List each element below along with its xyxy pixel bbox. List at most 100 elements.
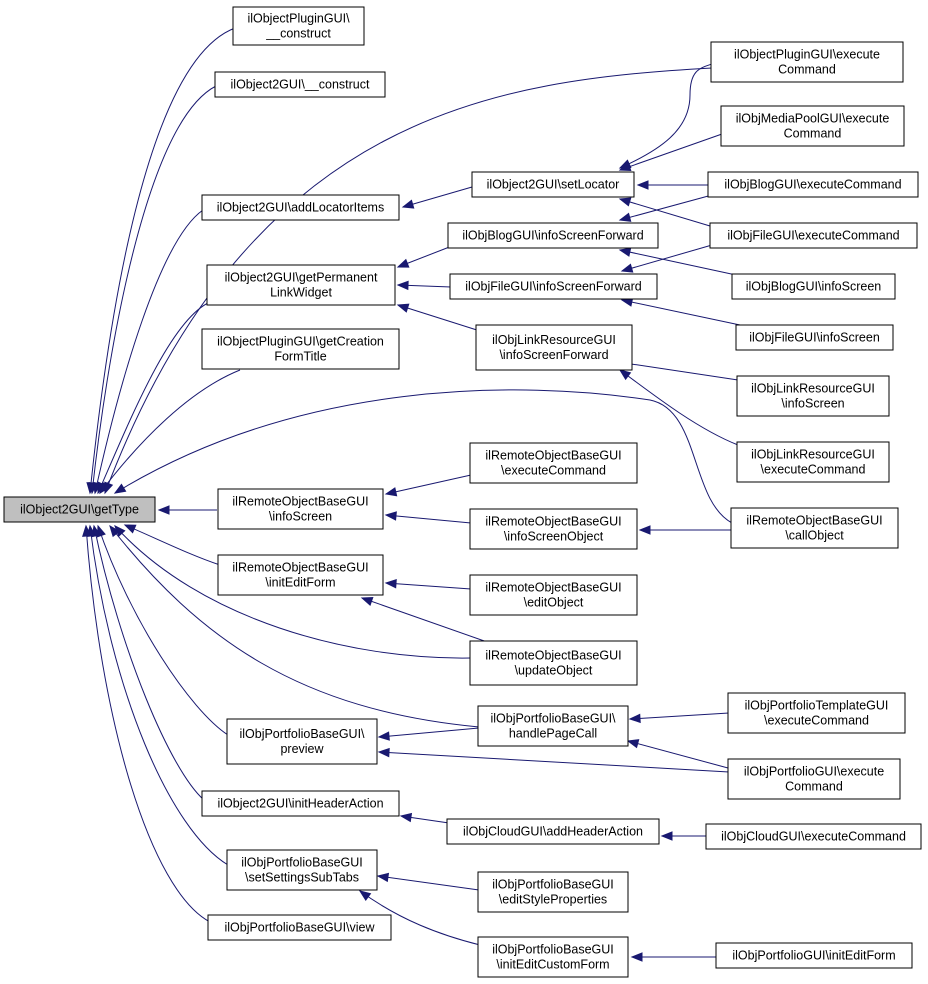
edge-r3-to-m2	[618, 194, 713, 222]
node-m4[interactable]: ilObjLinkResourceGUI\infoScreenForward	[475, 324, 633, 371]
node-label: ilObjPortfolioGUI\execute	[744, 765, 884, 779]
node-r1[interactable]: ilObjectPluginGUI\executeCommand	[710, 41, 904, 83]
edge-n6-to-root	[157, 505, 217, 515]
node-m11[interactable]: ilObjPortfolioBaseGUI\editStylePropertie…	[477, 871, 629, 913]
node-n11[interactable]: ilObjPortfolioBaseGUI\view	[207, 914, 392, 941]
node-label: \initEditCustomForm	[496, 958, 609, 972]
node-r11[interactable]: ilObjPortfolioGUI\executeCommand	[727, 758, 901, 800]
node-box	[449, 273, 658, 300]
node-n10[interactable]: ilObjPortfolioBaseGUI\setSettingsSubTabs	[226, 849, 378, 891]
edge-r7-to-m4	[616, 358, 739, 381]
node-label: \infoScreenForward	[499, 348, 608, 362]
node-r13[interactable]: ilObjPortfolioGUI\initEditForm	[715, 942, 913, 969]
node-n3[interactable]: ilObject2GUI\addLocatorItems	[201, 194, 400, 221]
node-label: ilObjCloudGUI\addHeaderAction	[463, 825, 643, 839]
node-m8[interactable]: ilRemoteObjectBaseGUI\updateObject	[469, 640, 638, 686]
node-label: \executeCommand	[761, 463, 866, 477]
edge-line	[89, 27, 236, 494]
edge-line	[109, 525, 480, 728]
node-n7[interactable]: ilRemoteObjectBaseGUI\initEditForm	[217, 554, 384, 596]
arrow-head	[630, 952, 643, 962]
edge-r1-to-root	[104, 67, 713, 495]
node-r10[interactable]: ilObjPortfolioTemplateGUI\executeCommand	[727, 692, 906, 734]
node-r9[interactable]: ilRemoteObjectBaseGUI\callObject	[730, 507, 899, 549]
arrow-head	[396, 280, 409, 291]
node-box	[3, 496, 156, 523]
node-r7[interactable]: ilObjLinkResourceGUI\infoScreen	[736, 375, 890, 417]
edge-line	[385, 474, 472, 495]
node-label: \editStyleProperties	[499, 893, 607, 907]
node-r2[interactable]: ilObjMediaPoolGUI\executeCommand	[720, 105, 905, 147]
node-label: ilObjPortfolioBaseGUI\	[490, 712, 616, 726]
edges	[82, 27, 741, 962]
edge-n8-to-root	[96, 524, 229, 736]
arrow-head	[113, 483, 127, 494]
node-r4[interactable]: ilObjFileGUI\executeCommand	[709, 222, 918, 249]
node-r6[interactable]: ilObjFileGUI\infoScreen	[735, 324, 894, 351]
edge-m9-to-n8	[377, 727, 480, 741]
node-label: ilObjLinkResourceGUI	[492, 333, 616, 347]
node-label: ilObjCloudGUI\executeCommand	[721, 830, 906, 844]
node-box	[207, 914, 392, 941]
edge-r9-to-m6	[638, 525, 731, 535]
node-box	[705, 823, 922, 850]
arrow-head	[377, 747, 390, 758]
node-box	[217, 488, 384, 530]
node-m3[interactable]: ilObjFileGUI\infoScreenForward	[449, 273, 658, 300]
node-r8[interactable]: ilObjLinkResourceGUI\executeCommand	[736, 441, 890, 483]
node-n1[interactable]: ilObjectPluginGUI\__construct	[232, 6, 365, 46]
edge-line	[114, 525, 472, 659]
node-label: ilRemoteObjectBaseGUI	[746, 514, 882, 528]
node-m5[interactable]: ilRemoteObjectBaseGUI\executeCommand	[469, 442, 638, 484]
arrow-head	[82, 524, 92, 537]
arrow-head	[401, 199, 415, 209]
node-box	[469, 574, 638, 616]
node-box	[735, 324, 894, 351]
edge-line	[91, 85, 217, 494]
root-node[interactable]: ilObject2GUI\getType	[3, 496, 156, 523]
node-r5[interactable]: ilObjBlogGUI\infoScreen	[731, 273, 896, 300]
edge-m7-to-n7	[384, 579, 472, 590]
node-label: ilRemoteObjectBaseGUI	[232, 495, 368, 509]
node-box	[217, 554, 384, 596]
node-label: ilRemoteObjectBaseGUI	[232, 561, 368, 575]
edge-m5-to-n6	[384, 474, 472, 497]
node-box	[475, 324, 633, 371]
edge-line	[359, 890, 481, 946]
edge-line	[619, 249, 737, 276]
edge-r12-to-m10	[660, 831, 707, 841]
node-m6[interactable]: ilRemoteObjectBaseGUI\infoScreenObject	[469, 508, 638, 550]
node-label: LinkWidget	[270, 286, 332, 300]
node-m10[interactable]: ilObjCloudGUI\addHeaderAction	[446, 818, 660, 845]
node-m2[interactable]: ilObjBlogGUI\infoScreenForward	[447, 222, 659, 249]
node-label: \initEditForm	[265, 576, 335, 590]
arrow-head	[618, 212, 632, 222]
edge-line	[397, 304, 481, 332]
edge-line	[627, 740, 729, 769]
edge-m12-to-n10	[358, 890, 481, 946]
edge-r2-to-m1	[618, 133, 723, 171]
node-box	[720, 105, 905, 147]
node-box	[477, 936, 629, 978]
node-m12[interactable]: ilObjPortfolioBaseGUI\initEditCustomForm	[477, 936, 629, 978]
node-n2[interactable]: ilObject2GUI\__construct	[214, 71, 386, 98]
node-m9[interactable]: ilObjPortfolioBaseGUI\handlePageCall	[477, 705, 629, 747]
node-m7[interactable]: ilRemoteObjectBaseGUI\editObject	[469, 574, 638, 616]
node-box	[469, 442, 638, 484]
node-label: ilObject2GUI\__construct	[231, 78, 370, 92]
node-m1[interactable]: ilObject2GUI\setLocator	[471, 171, 635, 198]
edge-m9-to-root	[109, 524, 480, 728]
node-n8[interactable]: ilObjPortfolioBaseGUI\preview	[226, 718, 378, 765]
node-r3[interactable]: ilObjBlogGUI\executeCommand	[707, 171, 919, 198]
arrow-head	[396, 303, 410, 313]
node-n9[interactable]: ilObject2GUI\initHeaderAction	[201, 790, 400, 817]
arrow-head	[638, 525, 651, 535]
edge-n9-to-root	[91, 524, 205, 801]
edge-n1-to-root	[86, 27, 236, 495]
node-box	[710, 41, 904, 83]
node-r12[interactable]: ilObjCloudGUI\executeCommand	[705, 823, 922, 850]
node-n6[interactable]: ilRemoteObjectBaseGUI\infoScreen	[217, 488, 384, 530]
